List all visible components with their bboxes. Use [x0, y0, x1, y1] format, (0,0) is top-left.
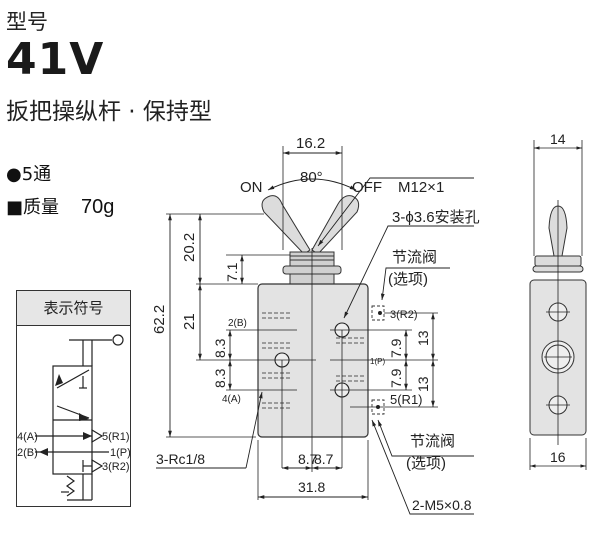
lever-off-position [311, 195, 360, 255]
ports-value: 5通 [21, 164, 52, 185]
dim-text-hole-offset-1: 8.7 [298, 451, 318, 467]
throttle-bottom-icon [371, 399, 385, 415]
dim-text-side-top-width: 14 [550, 131, 566, 147]
symbol-port-r1: 5(R1) [102, 431, 130, 443]
dim-text-body-upper: 21 [181, 313, 198, 330]
symbol-port-r2: 3(R2) [102, 461, 130, 473]
leader-throttle-bottom [377, 419, 474, 457]
leader-m5 [371, 419, 474, 515]
label-port-r1: 5(R1) [390, 392, 423, 407]
model-number: 41V [6, 34, 105, 85]
lever-on-position [261, 195, 311, 255]
spec-mass: ■质量 70g [6, 193, 114, 219]
symbol-panel-title: 表示符号 [17, 291, 130, 326]
valve-body-front [257, 283, 369, 438]
leader-mount-holes [343, 225, 474, 319]
leader-thread [317, 177, 474, 247]
dim-text-right-span-2: 13 [415, 376, 431, 392]
label-on: ON [240, 179, 263, 196]
model-subtitle: 扳把操纵杆 · 保持型 [6, 99, 212, 125]
dim-text-side-bottom-width: 16 [550, 449, 566, 465]
dim-text-angle: 80° [300, 169, 323, 186]
dim-text-right-span-1: 13 [415, 330, 431, 346]
mass-label: 质量 [23, 197, 60, 218]
dim-text-lever-span: 16.2 [296, 135, 325, 152]
label-thread: M12×1 [398, 179, 444, 196]
circle-bullet-icon: ● [6, 164, 22, 185]
spring-icon [65, 475, 76, 497]
type-label: 型号 [6, 10, 48, 34]
symbol-port-p: 1(P) [110, 447, 130, 459]
label-mount-holes: 3-ϕ3.6安装孔 [392, 209, 480, 226]
spec-ports: ●5通 [6, 160, 51, 186]
square-bullet-icon: ■ [6, 197, 24, 218]
dim-text-nut-height: 7.1 [224, 262, 240, 282]
symbol-port-b: 2(B) [17, 447, 38, 459]
pneumatic-symbol: 4(A) 2(B) 5(R1) 1(P) 3(R2) [17, 334, 131, 501]
lever-knob-icon [112, 334, 124, 346]
dim-text-right-pitch-1: 7.9 [388, 338, 404, 358]
dim-text-body-width: 31.8 [298, 479, 325, 495]
dim-text-port-pitch-1: 8.3 [212, 338, 228, 358]
dim-text-port-pitch-2: 8.3 [212, 368, 228, 388]
symbol-port-a: 4(A) [17, 431, 38, 443]
label-off: OFF [352, 179, 382, 196]
label-port-b: 2(B) [228, 318, 247, 329]
flow-arrow-1 [56, 369, 90, 389]
symbol-panel: 表示符号 [16, 290, 131, 507]
label-port-p: 1(P) [370, 357, 385, 366]
label-port-r2: 3(R2) [390, 309, 418, 321]
mass-value: 70g [81, 196, 115, 218]
dim-angle [267, 178, 357, 191]
dim-text-right-pitch-2: 7.9 [388, 368, 404, 388]
dim-text-lever-height: 20.2 [181, 233, 198, 262]
dim-text-height-total: 62.2 [151, 305, 168, 334]
label-port-a: 4(A) [222, 394, 241, 405]
label-throttle-top-option: (选项) [388, 271, 428, 288]
label-throttle-bottom: 节流阀 [410, 433, 455, 450]
dim-text-hole-offset-2: 8.7 [314, 451, 334, 467]
label-throttle-top: 节流阀 [392, 249, 437, 266]
label-throttle-bottom-option: (选项) [406, 455, 446, 472]
exhaust-r2-icon [91, 458, 104, 474]
leader-throttle-top [380, 267, 450, 301]
throttle-top-icon [371, 305, 385, 321]
label-rc-ports: 3-Rc1/8 [156, 451, 205, 467]
label-m5-ports: 2-M5×0.8 [412, 497, 472, 513]
